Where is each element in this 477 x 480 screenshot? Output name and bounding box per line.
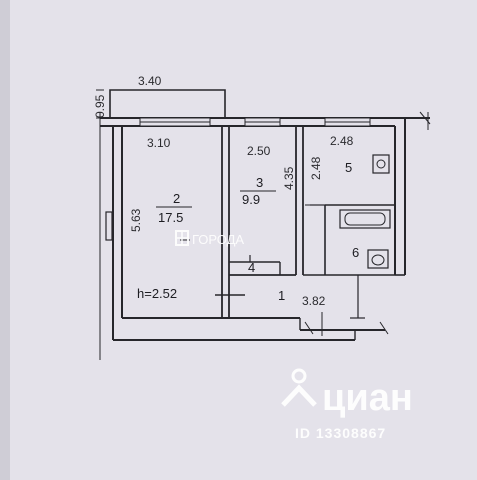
toilet-icon [372,154,390,174]
room-3-number: 3 [256,175,263,190]
ceiling-height-label: h=2.52 [137,286,177,301]
gorod-watermark-text: ГОРОДА [192,232,244,247]
room-6-number: 6 [352,245,359,260]
dim-room3-depth: 4.35 [282,166,296,190]
room-1-number: 1 [278,288,285,303]
bathtub-icon [339,209,391,229]
dim-room2-depth: 5.63 [129,208,143,232]
page-edge [0,0,10,480]
room-3-area: 9.9 [242,192,260,207]
sink-icon [367,249,389,269]
dim-left-bay: 0.95 [93,94,107,118]
dim-top-outer: 3.40 [138,74,162,88]
room-4-number: 4 [248,260,255,275]
listing-id-text: ID 13308867 [295,425,386,441]
windows [139,117,371,127]
dim-room3-width: 2.50 [247,144,271,158]
dim-room5-width: 2.48 [330,134,354,148]
cian-brand-text: циан [322,377,413,419]
gorod-watermark: ГОРОДА [175,230,244,247]
cian-watermark: циан ID 13308867 [281,368,413,441]
dim-corridor-length: 3.82 [302,294,326,308]
dim-room5-depth: 2.48 [309,156,323,180]
room-2-area: 17.5 [158,210,183,225]
dim-room2-width: 3.10 [147,136,171,150]
room-2-number: 2 [173,191,180,206]
room-5-number: 5 [345,160,352,175]
cian-pin-icon [281,368,317,407]
walls [100,89,430,341]
